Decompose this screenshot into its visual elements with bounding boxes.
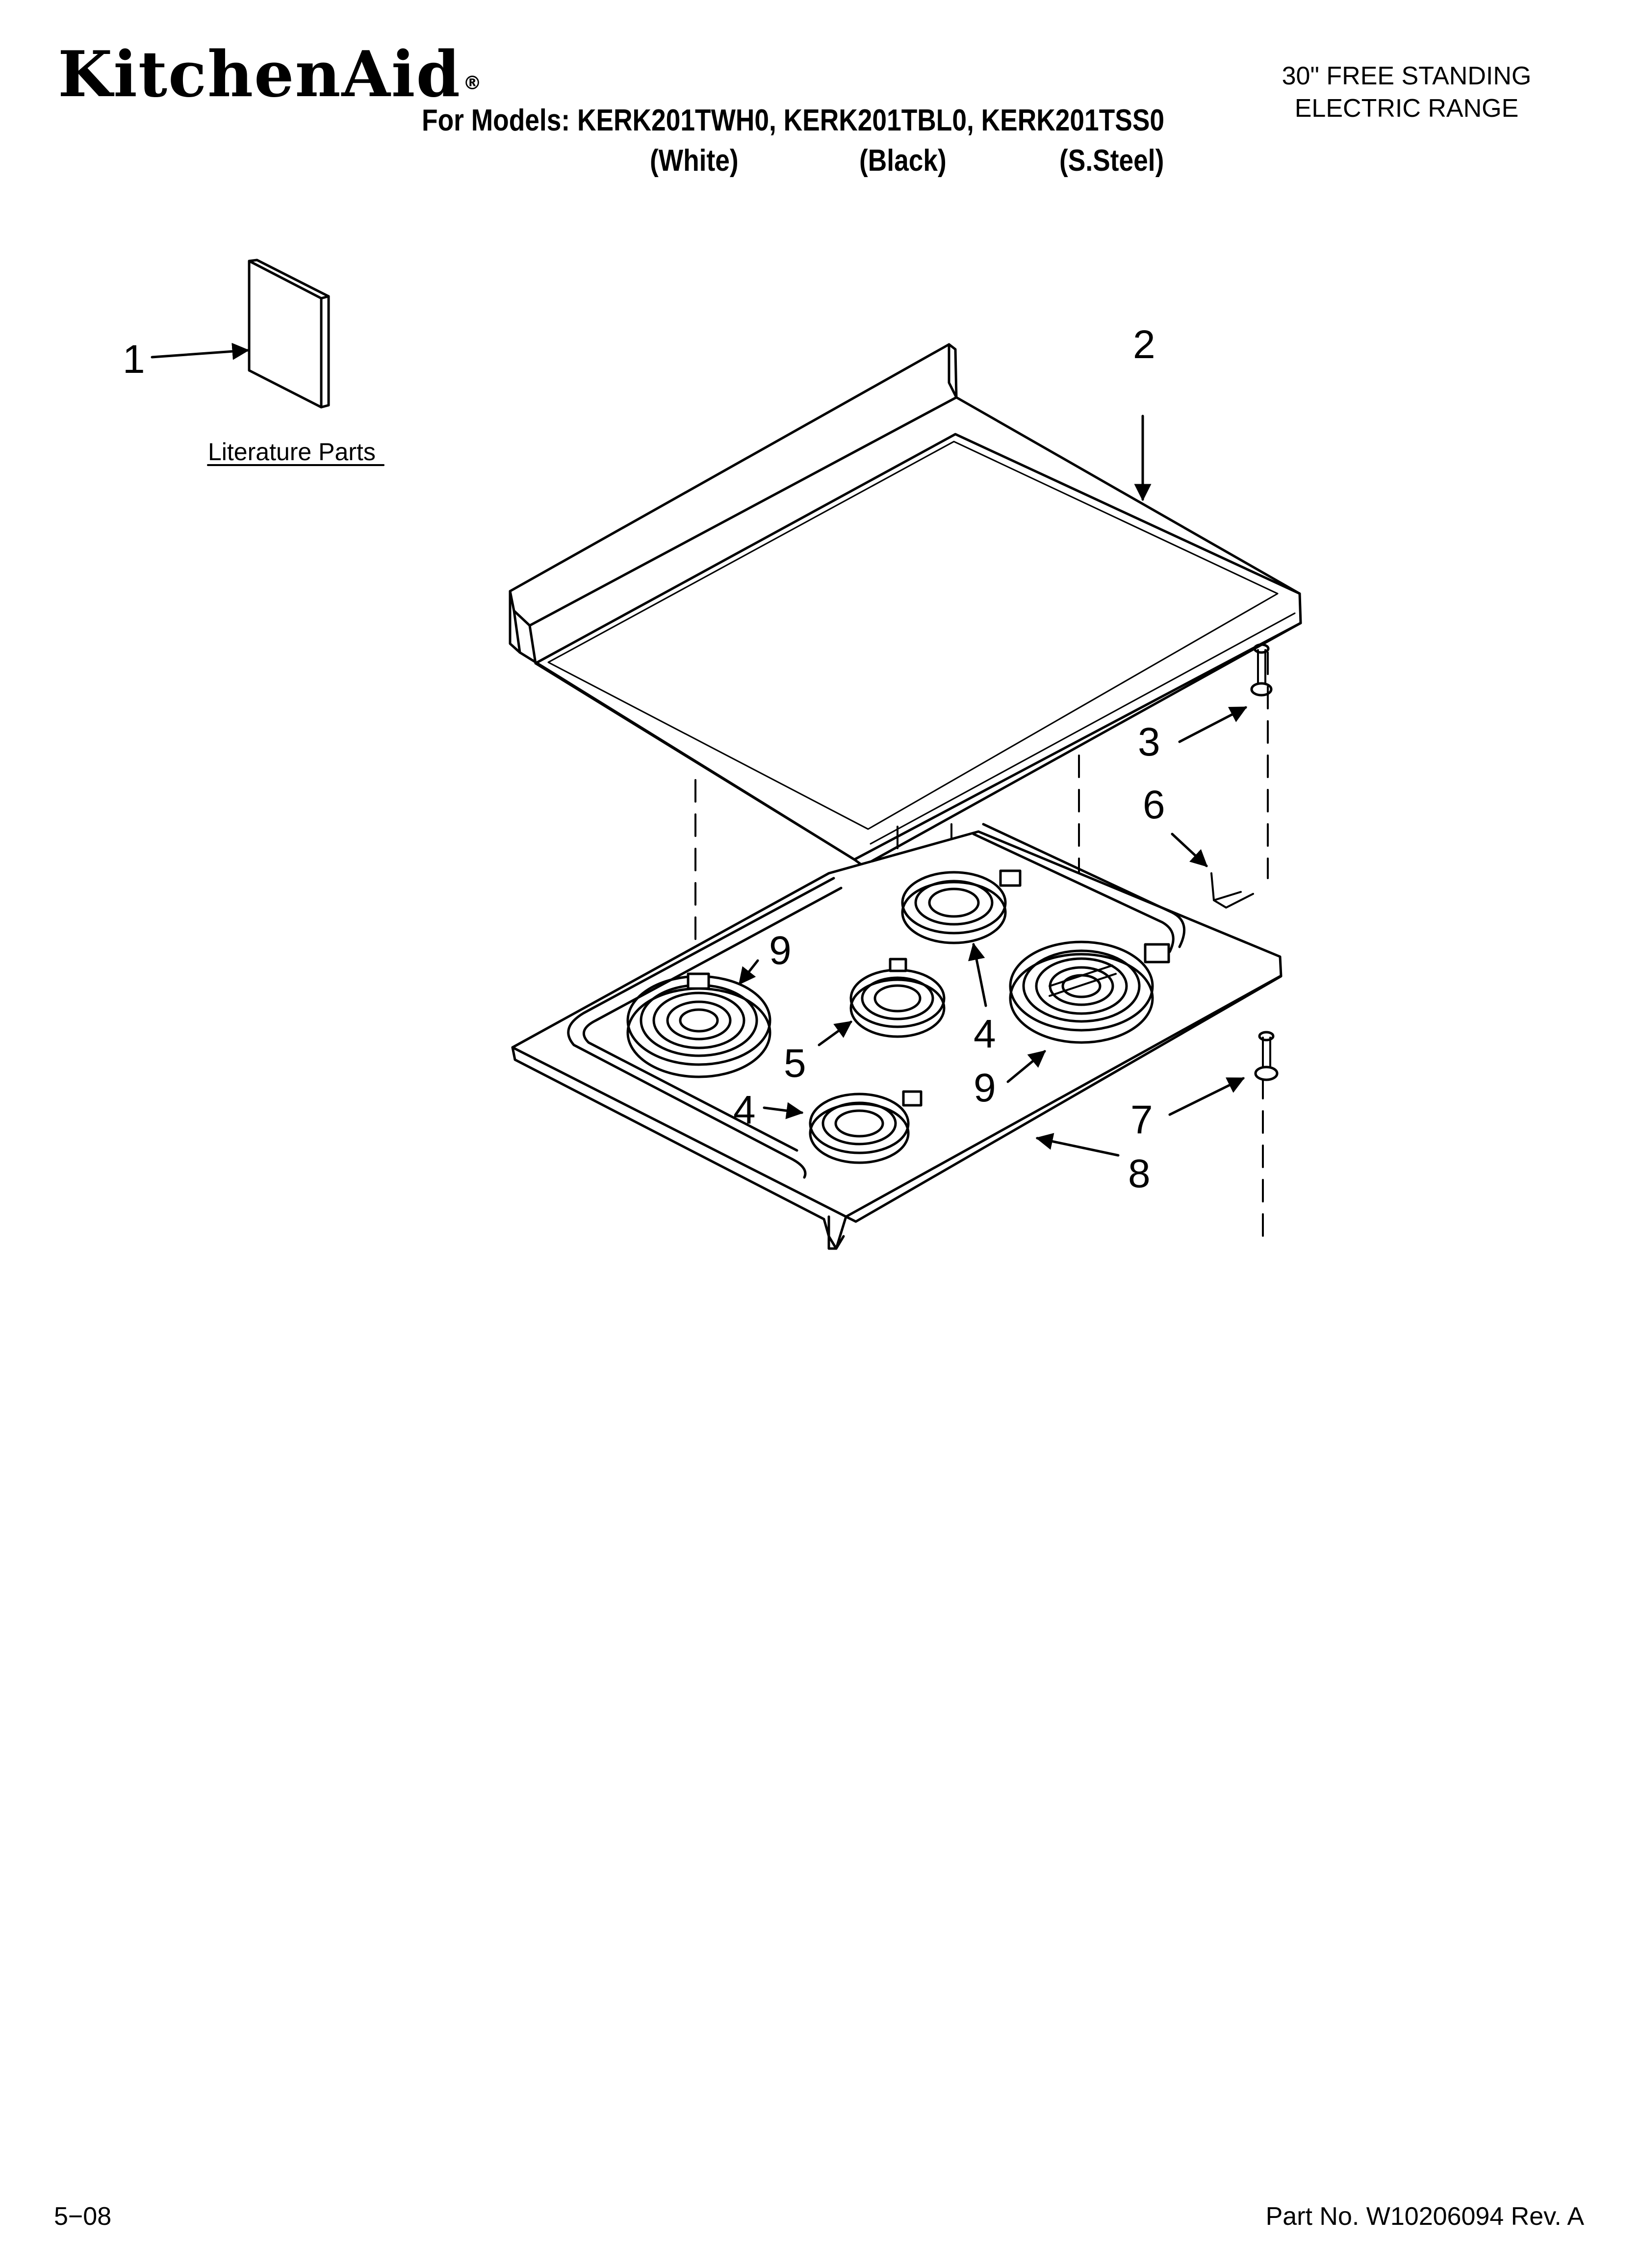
part-number: Part No. W10206094 Rev. A — [1265, 2202, 1584, 2231]
brand-logo: KitchenAid® — [58, 38, 483, 111]
callout-6: 6 — [1143, 782, 1165, 827]
product-type: 30" FREE STANDING ELECTRIC RANGE — [1230, 60, 1583, 125]
large-element-left — [626, 972, 771, 1078]
callout-5: 5 — [784, 1041, 806, 1086]
variant-black: (Black) — [859, 144, 947, 178]
callout-arrow-4a — [763, 1102, 804, 1120]
callout-arrow-9a — [738, 959, 759, 985]
callout-arrow-1 — [151, 342, 250, 360]
small-element-front — [809, 1090, 923, 1164]
models-line: For Models: KERK201TWH0, KERK201TBL0, KE… — [422, 104, 1165, 137]
callout-arrow-3 — [1178, 706, 1248, 743]
callout-arrow-5 — [818, 1020, 852, 1046]
burner-box-part-8 — [511, 823, 1283, 1250]
callout-arrow-8 — [1035, 1133, 1120, 1157]
callout-1: 1 — [123, 337, 145, 382]
variant-stainless: (S.Steel) — [1059, 144, 1164, 178]
callout-4a: 4 — [733, 1088, 756, 1132]
callout-9a: 9 — [769, 928, 792, 973]
product-type-line-2: ELECTRIC RANGE — [1294, 94, 1519, 123]
literature-booklet — [248, 259, 330, 409]
callout-arrow-7 — [1168, 1077, 1245, 1116]
date-code: 5−08 — [54, 2202, 112, 2231]
small-element-center — [849, 958, 946, 1038]
callout-2: 2 — [1133, 322, 1155, 367]
callout-9b: 9 — [974, 1066, 996, 1110]
callout-arrow-4b — [968, 942, 987, 1007]
callout-3: 3 — [1138, 720, 1160, 764]
literature-parts-label: Literature Parts — [208, 438, 376, 466]
variant-white: (White) — [650, 144, 739, 178]
screw-part-7 — [1254, 1031, 1279, 1081]
clip-part-6 — [1210, 872, 1254, 909]
small-element-back — [901, 869, 1022, 944]
cooktop-main-top — [509, 343, 1302, 867]
large-element-right — [1009, 940, 1170, 1044]
callout-7: 7 — [1130, 1097, 1153, 1142]
callout-arrow-9b — [1006, 1050, 1046, 1083]
callout-8: 8 — [1128, 1151, 1151, 1196]
screw-part-3 — [1250, 643, 1273, 697]
callout-4b: 4 — [974, 1012, 996, 1056]
callout-arrow-6 — [1171, 833, 1208, 867]
product-type-line-1: 30" FREE STANDING — [1282, 62, 1532, 90]
